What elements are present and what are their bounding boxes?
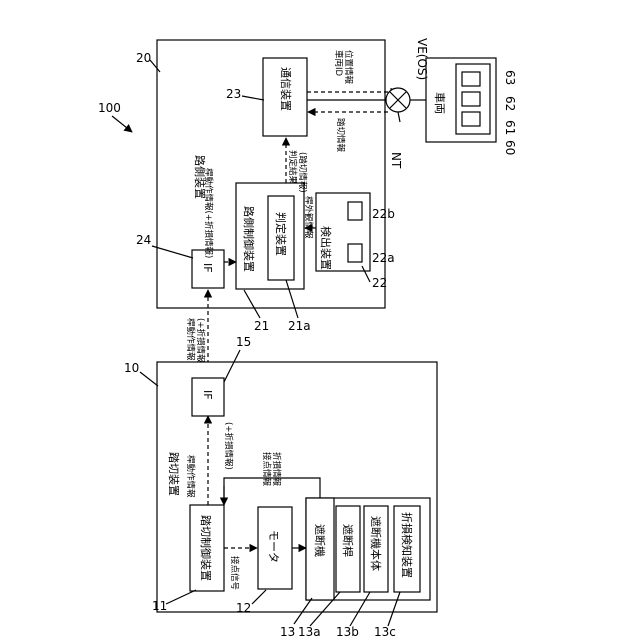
vehicle-title: VE(OS) <box>415 38 429 80</box>
crossing-device-ref-leader <box>140 372 158 386</box>
judge-result-label: 判定結果 <box>287 150 298 185</box>
if-roadside-label: IF <box>201 263 214 273</box>
barrier-ref: 13 <box>280 625 295 639</box>
judge-result-label-2: (踏切情報) <box>297 152 308 193</box>
if-crossing-label: IF <box>201 390 214 400</box>
network-label: NT <box>389 152 403 169</box>
vehicle-unit-62 <box>462 92 480 106</box>
vehicle-label: 車両 <box>433 92 447 114</box>
judge-device-ref: 21a <box>288 319 311 333</box>
figure-ref-100: 100 <box>98 101 121 115</box>
judge-device-label: 判定装置 <box>274 212 288 256</box>
contact-signal-label: 接点信号 <box>229 556 240 590</box>
contact-info-label-2: 折損情報 <box>271 452 282 487</box>
outside-rod-label: 桿外観情報 <box>303 196 314 239</box>
sensor-22a-ref: 22a <box>372 251 395 265</box>
crossing-device-title: 踏切装置 <box>167 452 181 496</box>
roadside-ref: 20 <box>136 51 151 65</box>
contact-info-label: 接点情報 <box>261 452 272 487</box>
break-detect-ref: 13c <box>374 625 396 639</box>
break-detect-label: 折損検知装置 <box>400 512 414 578</box>
detect-device-label: 検出装置 <box>319 226 333 270</box>
comm-device-ref: 23 <box>226 87 241 101</box>
rod-action-side-label: 桿動作情報(+折損情報) <box>203 168 214 258</box>
figure-ref-arrow <box>112 116 132 132</box>
barrier-rod-label: 遮断桿 <box>341 524 355 557</box>
comm-device-label: 通信装置 <box>279 67 292 111</box>
barrier-rod-ref: 13a <box>298 625 321 639</box>
crossing-control-ref: 11 <box>152 599 167 613</box>
vehicle-ref-62: 62 <box>503 96 517 111</box>
barrier-body-label: 遮断機本体 <box>369 516 383 571</box>
rod-action-rail-label-2: (+折損情報) <box>223 422 234 470</box>
road-control-ref: 21 <box>254 319 269 333</box>
vehicle-ref-63: 63 <box>503 70 517 85</box>
crossing-info-label: 踏切情報 <box>335 118 346 153</box>
sensor-22a-box <box>348 244 362 262</box>
crossing-device-ref: 10 <box>124 361 139 375</box>
rod-action-mid-label-2: (+折損情報) <box>195 318 206 366</box>
detect-device-ref: 22 <box>372 276 387 290</box>
motor-label: モータ <box>267 530 280 563</box>
if-roadside-ref: 24 <box>136 233 151 247</box>
road-control-label: 路側制御装置 <box>242 206 256 272</box>
network-label-leader <box>398 112 400 122</box>
vehicle-pos-label: 位置情報 <box>343 50 354 85</box>
vehicle-unit-61 <box>462 112 480 126</box>
barrier-body-ref: 13b <box>336 625 359 639</box>
sensor-22b-ref: 22b <box>372 207 395 221</box>
vehicle-ref-60: 60 <box>503 140 517 155</box>
if-crossing-ref: 15 <box>236 335 251 349</box>
rod-action-mid-label: 桿動作情報 <box>185 318 196 361</box>
motor-ref: 12 <box>236 601 251 615</box>
vehicle-unit-63 <box>462 72 480 86</box>
vehicle-id-label: 車両ID <box>333 50 344 77</box>
rod-action-rail-label: 桿動作情報 <box>185 455 196 498</box>
crossing-control-label: 踏切制御装置 <box>199 515 213 581</box>
barrier-label: 遮断機 <box>313 524 327 557</box>
sensor-22b-box <box>348 202 362 220</box>
vehicle-ref-61: 61 <box>503 120 517 135</box>
